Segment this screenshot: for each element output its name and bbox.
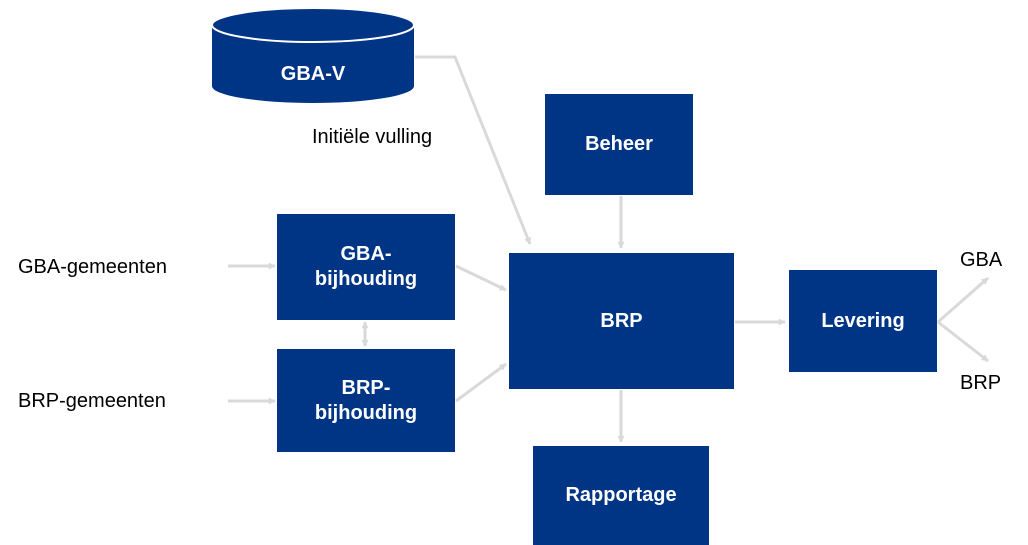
- brp-label: BRP: [600, 309, 643, 332]
- rapportage-label: Rapportage: [565, 484, 677, 506]
- arrow-levering-to-brp: [937, 320, 989, 363]
- brp-box: BRP: [509, 253, 734, 389]
- arrow-levering-to-gba: [937, 276, 989, 324]
- output-brp-label: BRP: [960, 372, 1002, 394]
- gba-bijhouding-label: GBA- bijhouding: [314, 243, 418, 290]
- brp-bijhouding-label: BRP- bijhouding: [314, 376, 418, 424]
- arrow-gba-v-to-brp: [415, 55, 532, 245]
- levering-box: Levering: [789, 270, 937, 372]
- gba-bijhouding-box: GBA- bijhouding: [277, 214, 455, 320]
- gba-v-label: GBA-V: [280, 63, 346, 85]
- output-gba-label: GBA: [960, 249, 1003, 271]
- rapportage-box: Rapportage: [533, 446, 709, 545]
- arrow-gba-bijhouding-to-brp: [455, 264, 507, 292]
- arrow-brp-bijhouding-to-brp: [455, 362, 507, 403]
- brp-gemeenten-label: BRP-gemeenten: [18, 390, 166, 412]
- brp-bijhouding-box: BRP- bijhouding: [277, 349, 455, 452]
- beheer-label: Beheer: [585, 133, 653, 155]
- gba-v-database-icon: [211, 7, 415, 103]
- initiele-vulling-label: Initiële vulling: [312, 126, 433, 148]
- levering-label: Levering: [821, 309, 905, 332]
- gba-gemeenten-label: GBA-gemeenten: [18, 256, 167, 278]
- beheer-box: Beheer: [545, 94, 693, 195]
